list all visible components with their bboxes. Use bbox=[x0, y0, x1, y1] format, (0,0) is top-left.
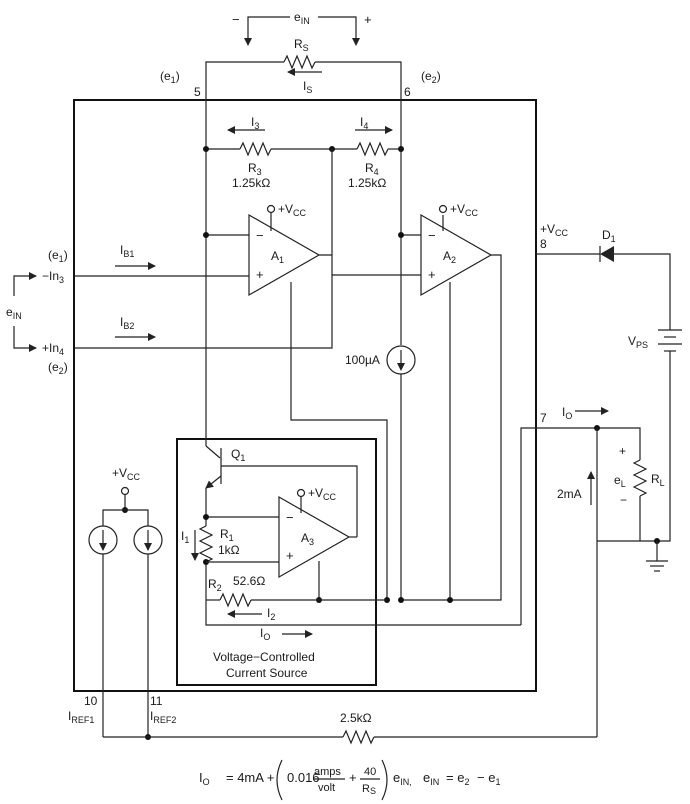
svg-text:+: + bbox=[349, 770, 357, 785]
svg-text:= e2: = e2 bbox=[446, 770, 469, 787]
op-amp-a2: − + A2 +VCC bbox=[331, 202, 502, 603]
vccs-box bbox=[176, 438, 377, 686]
svg-text:2.5kΩ: 2.5kΩ bbox=[340, 711, 372, 725]
resistor-rs: RS IS bbox=[205, 37, 402, 100]
svg-text:IB1: IB1 bbox=[120, 243, 134, 259]
svg-text:RS: RS bbox=[362, 783, 376, 796]
resistor-r1: I1 R1 1kΩ bbox=[181, 525, 279, 600]
svg-text:1.25kΩ: 1.25kΩ bbox=[348, 176, 386, 190]
svg-text:52.6Ω: 52.6Ω bbox=[233, 574, 265, 588]
svg-text:0.016: 0.016 bbox=[287, 770, 320, 785]
svg-text:+VCC: +VCC bbox=[278, 202, 307, 218]
svg-text:VPS: VPS bbox=[628, 334, 648, 350]
svg-text:IB2: IB2 bbox=[120, 315, 134, 331]
transistor-q1: Q1 bbox=[205, 445, 358, 537]
reference-sources: +VCC 10 11 IREF1 IREF2 2.5kΩ bbox=[68, 466, 597, 745]
svg-text:5: 5 bbox=[194, 85, 201, 99]
svg-text:volt: volt bbox=[318, 782, 335, 794]
svg-text:A3: A3 bbox=[301, 531, 314, 547]
svg-text:−: − bbox=[256, 228, 264, 243]
supply-and-load: +VCC 8 D1 VPS 7 IO RL + eL − 2mA bbox=[520, 222, 682, 737]
svg-text:100µA: 100µA bbox=[345, 353, 380, 367]
svg-text:1kΩ: 1kΩ bbox=[218, 543, 240, 557]
svg-text:R3: R3 bbox=[248, 161, 262, 177]
svg-text:40: 40 bbox=[364, 766, 376, 778]
svg-text:(e1): (e1) bbox=[48, 248, 68, 264]
svg-text:10: 10 bbox=[84, 694, 98, 708]
svg-text:IS: IS bbox=[303, 79, 312, 95]
svg-text:+VCC: +VCC bbox=[540, 222, 569, 238]
formula: IO = 4mA + 0.016 amps volt + 40 RS eIN, … bbox=[199, 759, 500, 801]
svg-text:R2: R2 bbox=[208, 577, 222, 593]
svg-text:−: − bbox=[232, 12, 240, 27]
svg-text:eIN,: eIN, bbox=[393, 770, 412, 787]
svg-text:IO: IO bbox=[260, 626, 270, 642]
current-source-100ua: 100µA bbox=[345, 345, 416, 603]
svg-text:I2: I2 bbox=[267, 606, 275, 622]
vccs-label-1: Voltage−Controlled bbox=[213, 650, 315, 664]
op-amp-a1: − + A1 +VCC bbox=[203, 149, 333, 297]
svg-text:(e2): (e2) bbox=[421, 69, 441, 85]
svg-text:−In3: −In3 bbox=[42, 269, 64, 285]
ic-boundary bbox=[73, 99, 537, 692]
svg-text:7: 7 bbox=[540, 411, 547, 425]
svg-text:8: 8 bbox=[540, 237, 547, 251]
svg-text:+In4: +In4 bbox=[42, 341, 64, 357]
svg-text:A2: A2 bbox=[443, 249, 456, 265]
svg-text:+VCC: +VCC bbox=[308, 486, 337, 502]
resistor-r2: R2 52.6Ω I2 IO bbox=[205, 574, 521, 642]
input-terminals: (e1) −In3 IB1 eIN +In4 (e2) IB2 bbox=[6, 243, 333, 376]
svg-text:I1: I1 bbox=[181, 529, 189, 545]
svg-text:R1: R1 bbox=[220, 527, 234, 543]
svg-text:= 4mA +: = 4mA + bbox=[226, 770, 274, 785]
svg-text:+: + bbox=[256, 267, 264, 282]
svg-text:Q1: Q1 bbox=[231, 447, 245, 463]
svg-text:6: 6 bbox=[404, 85, 411, 99]
svg-text:IO: IO bbox=[562, 405, 572, 421]
svg-text:IREF2: IREF2 bbox=[150, 709, 176, 725]
svg-text:I4: I4 bbox=[360, 115, 368, 131]
svg-text:−: − bbox=[428, 228, 436, 243]
svg-text:+: + bbox=[364, 12, 372, 27]
svg-text:IREF1: IREF1 bbox=[68, 709, 94, 725]
svg-text:1.25kΩ: 1.25kΩ bbox=[232, 176, 270, 190]
svg-text:+: + bbox=[428, 267, 436, 282]
svg-text:RL: RL bbox=[651, 472, 665, 488]
svg-text:(e2): (e2) bbox=[48, 360, 68, 376]
svg-text:D1: D1 bbox=[602, 228, 616, 244]
svg-text:−: − bbox=[286, 510, 294, 525]
svg-text:IO: IO bbox=[199, 770, 210, 787]
svg-text:eIN: eIN bbox=[423, 770, 439, 787]
op-amp-a3: − + A3 +VCC bbox=[203, 486, 357, 603]
svg-text:11: 11 bbox=[150, 694, 163, 708]
vccs-label-2: Current Source bbox=[226, 666, 308, 680]
svg-text:I3: I3 bbox=[251, 115, 259, 131]
svg-text:−: − bbox=[620, 493, 627, 507]
svg-text:2mA: 2mA bbox=[557, 487, 582, 501]
svg-text:A1: A1 bbox=[271, 249, 284, 265]
svg-text:eL: eL bbox=[614, 473, 626, 489]
svg-text:+VCC: +VCC bbox=[450, 202, 479, 218]
svg-text:R4: R4 bbox=[365, 161, 379, 177]
svg-text:amps: amps bbox=[314, 766, 341, 778]
resistor-r3-r4: I3 I4 R3 1.25kΩ R4 1.25kΩ bbox=[203, 100, 404, 446]
svg-text:eIN: eIN bbox=[294, 10, 310, 26]
ein-top-indicator: eIN − + bbox=[232, 10, 372, 46]
svg-text:+: + bbox=[619, 444, 626, 458]
svg-text:eIN: eIN bbox=[6, 305, 22, 321]
svg-text:+VCC: +VCC bbox=[112, 466, 141, 482]
svg-text:− e1: − e1 bbox=[477, 770, 500, 787]
svg-text:(e1): (e1) bbox=[160, 69, 180, 85]
svg-text:+: + bbox=[286, 548, 294, 563]
svg-text:RS: RS bbox=[294, 37, 309, 53]
